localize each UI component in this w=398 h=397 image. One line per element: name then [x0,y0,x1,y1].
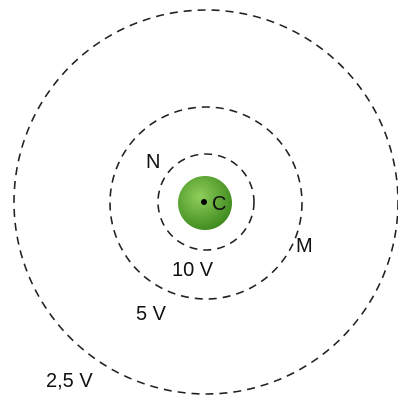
point-n-label: N [146,151,160,173]
equipotential-5v [109,106,303,300]
equipotential-2-5v [13,9,398,395]
voltage-label-10v: 10 V [172,259,214,281]
voltage-label-2-5v: 2,5 V [46,370,93,392]
voltage-label-5v: 5 V [136,303,167,325]
equipotential-10v [157,153,255,251]
point-m-label: M [296,235,313,257]
charge-label: C [212,193,226,215]
charge-center-dot [201,199,207,205]
